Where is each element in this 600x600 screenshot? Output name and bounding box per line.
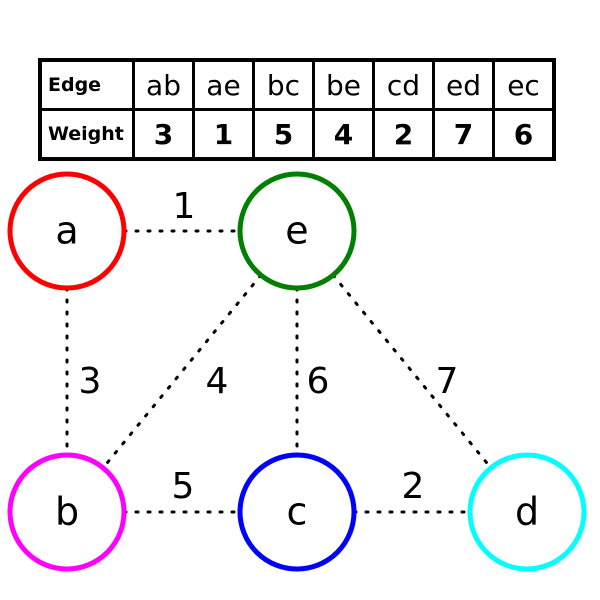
- node-label-c: c: [287, 490, 308, 534]
- edge-ed: [331, 273, 493, 470]
- edge-cell-cd: cd: [372, 58, 435, 111]
- node-e: [237, 171, 357, 291]
- edge-weight-label-ed: 7: [436, 361, 459, 402]
- node-b: [7, 452, 127, 572]
- weight-cell-ae: 1: [192, 108, 255, 161]
- edge-weight-table: Edge ab ae bc be cd ed ec Weight 3 1 5 4…: [38, 58, 556, 161]
- edge-weight-label-bc: 5: [172, 466, 195, 507]
- weight-cell-be: 4: [312, 108, 375, 161]
- weight-cell-ec: 6: [492, 108, 556, 161]
- weight-cell-cd: 2: [372, 108, 435, 161]
- node-d: [467, 452, 587, 572]
- edge-weight-label-ab: 3: [79, 361, 102, 402]
- edge-weight-label-ae: 1: [173, 186, 196, 227]
- weight-cell-ab: 3: [132, 108, 195, 161]
- weight-row: Weight 3 1 5 4 2 7 6: [38, 108, 556, 161]
- weight-header: Weight: [38, 108, 135, 161]
- node-label-d: d: [515, 490, 539, 534]
- node-c: [237, 452, 357, 572]
- node-label-b: b: [55, 490, 79, 534]
- edge-weight-label-cd: 2: [402, 466, 425, 507]
- weight-cell-ed: 7: [432, 108, 495, 161]
- node-label-e: e: [285, 209, 308, 253]
- weight-cell-bc: 5: [252, 108, 315, 161]
- edge-header: Edge: [38, 58, 135, 111]
- edge-weight-label-eb: 4: [206, 361, 229, 402]
- edge-cell-ab: ab: [132, 58, 195, 111]
- edge-cell-ae: ae: [192, 58, 255, 111]
- edge-row: Edge ab ae bc be cd ed ec: [38, 58, 556, 111]
- edge-cell-bc: bc: [252, 58, 315, 111]
- edge-weight-label-ec: 6: [307, 361, 330, 402]
- edge-eb: [101, 273, 263, 470]
- edge-cell-ed: ed: [432, 58, 495, 111]
- node-label-a: a: [55, 209, 78, 253]
- node-a: [7, 171, 127, 291]
- edge-cell-be: be: [312, 58, 375, 111]
- edge-cell-ec: ec: [492, 58, 556, 111]
